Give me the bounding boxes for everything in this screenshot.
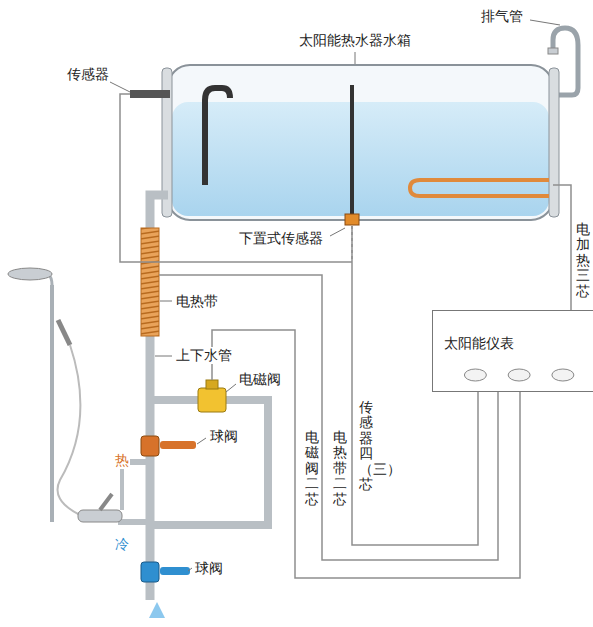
meter-knob [508, 369, 530, 381]
leader-line [155, 356, 172, 357]
heating-band [141, 228, 159, 336]
leaders [110, 20, 560, 571]
hand-shower [58, 320, 70, 345]
meter-title: 太阳能仪表 [444, 335, 514, 352]
sensor-tube [205, 88, 230, 185]
leader-line [197, 438, 206, 444]
top-sensor [130, 90, 170, 98]
cold-label: 冷 [114, 536, 130, 553]
valve-label: 球阀 [194, 560, 224, 577]
leader-line [226, 384, 236, 392]
heating-band-label: 电热带 [175, 293, 219, 310]
tank-title: 太阳能热水器水箱 [296, 32, 414, 49]
tank-box: 太阳能热水器水箱 [168, 65, 553, 220]
meter-box: 太阳能仪表 [432, 310, 593, 392]
tank-water [172, 102, 549, 216]
mixer-tap [78, 510, 122, 522]
mixer-handle [100, 494, 112, 510]
wire-label: 电磁阀二芯 [304, 430, 320, 507]
meter-knob [464, 369, 486, 381]
heating-element [410, 180, 549, 196]
wire-label: 电热带二芯 [332, 430, 348, 507]
valve-label: 电磁阀 [238, 371, 282, 388]
sensor-label: 传感器 [66, 66, 110, 83]
vent-pipe-label: 排气管 [480, 8, 524, 25]
leader-line [188, 568, 192, 571]
valve-label: 球阀 [209, 428, 239, 445]
cold-branch [118, 519, 146, 525]
tank-cap [549, 68, 559, 217]
leader-line [530, 20, 560, 25]
leader-line [330, 228, 345, 236]
sensor-label: 下置式传感器 [238, 230, 324, 247]
valve-handle [160, 567, 190, 575]
hot-label: 热 [114, 452, 130, 469]
pipe-label: 上下水管 [175, 347, 233, 364]
leader-line [160, 301, 172, 302]
bottom-sensor [345, 214, 359, 225]
leader-line [110, 82, 130, 92]
shower-head [8, 268, 52, 280]
meter-knobs [433, 311, 593, 393]
leader-line [355, 52, 356, 64]
valve-handle [160, 441, 196, 449]
wires [120, 94, 520, 578]
hot-ball-valve [141, 436, 159, 456]
mixer-feed [120, 462, 124, 510]
shower-hose [58, 345, 81, 515]
sensor-rod [350, 85, 354, 215]
vent-cap [548, 48, 558, 54]
wire-label: 传感器四（三）芯 [358, 400, 374, 492]
sensor-wire [120, 94, 352, 262]
meter-knob [552, 369, 574, 381]
bypass-pipe [150, 400, 268, 525]
wire-label: 电加热三芯 [575, 222, 591, 299]
inlet-arrow [149, 602, 165, 618]
cold-ball-valve [141, 562, 159, 582]
shower-pole [50, 285, 54, 522]
solenoid-coil [206, 380, 218, 389]
solenoid-valve [198, 388, 226, 412]
tank-body [168, 65, 553, 220]
